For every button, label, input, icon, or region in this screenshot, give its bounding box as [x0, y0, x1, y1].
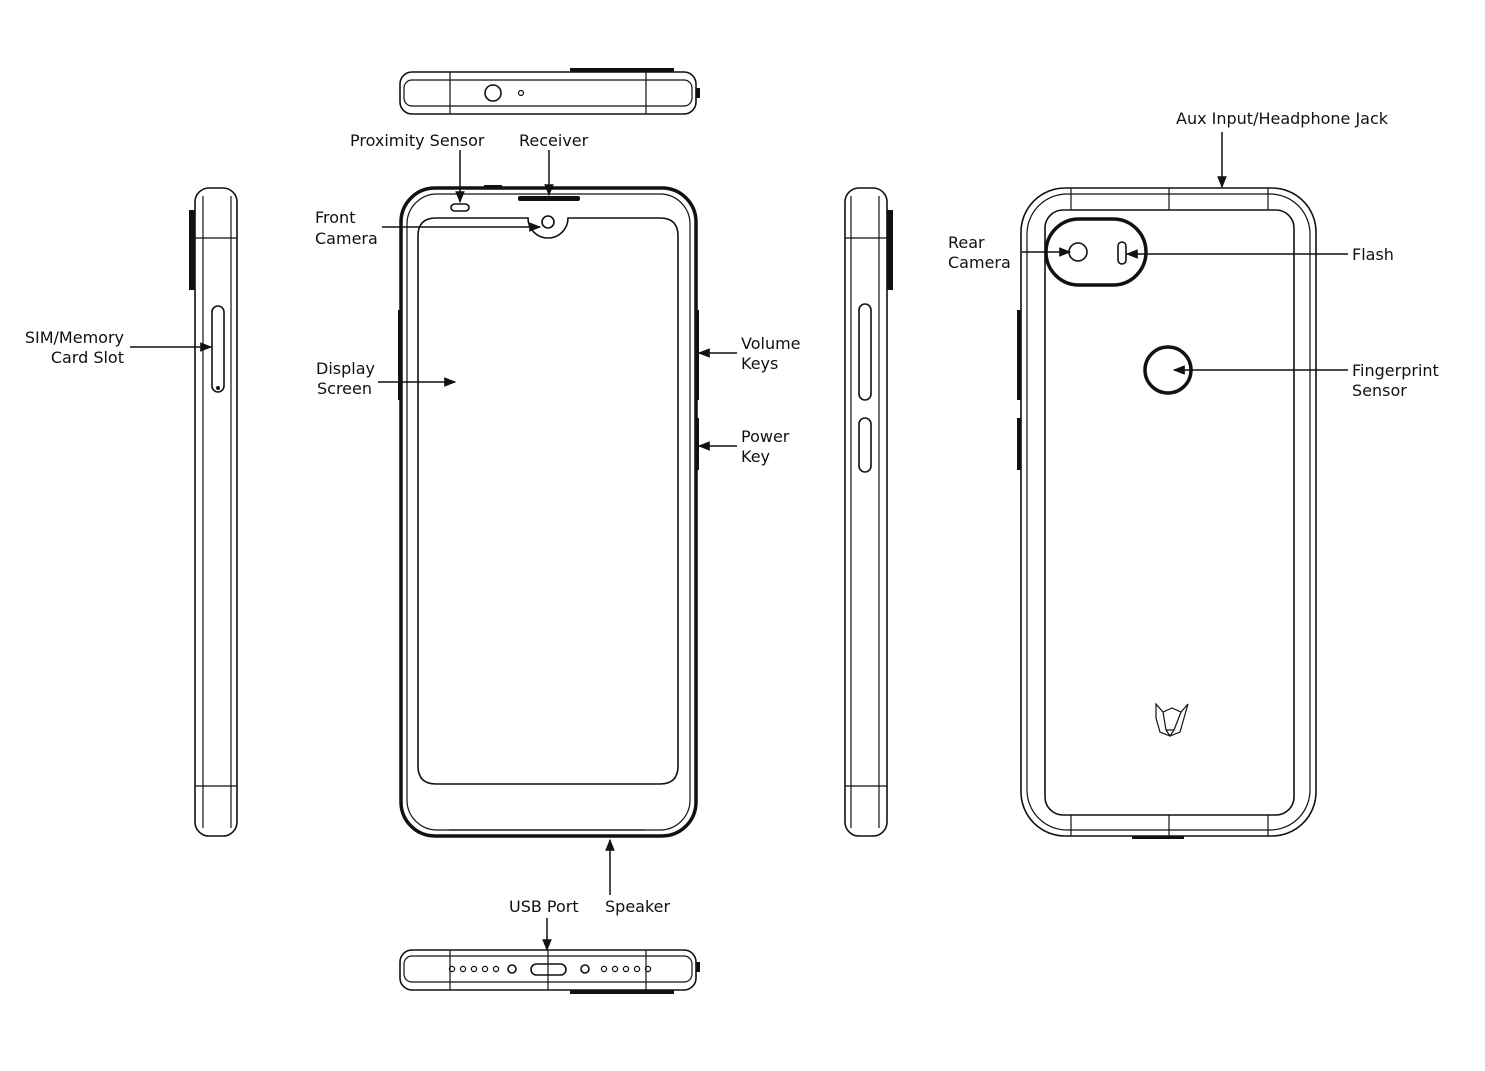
rhino-logo-icon [1155, 702, 1189, 738]
display-screen-label: Display [316, 359, 375, 378]
rear-camera-label: Rear [948, 233, 985, 252]
front-camera-label: Front [315, 208, 355, 227]
rear-camera-label-line2: Camera [948, 253, 1011, 272]
front-view [398, 185, 699, 838]
power-key-icon [858, 417, 872, 473]
sim-slot-label-line2: Card Slot [51, 348, 124, 367]
front-camera-label-line2: Camera [315, 229, 378, 248]
top-edge-view [399, 68, 700, 115]
labels: Proximity Sensor Receiver Front Camera D… [25, 109, 1439, 916]
headphone-jack-icon [484, 84, 502, 102]
back-view [1017, 187, 1317, 839]
proximity-sensor-icon [450, 203, 470, 212]
power-key-label-line2: Key [741, 447, 770, 466]
right-side-view [844, 187, 893, 837]
flash-icon [1117, 241, 1127, 265]
bottom-edge-view [399, 949, 700, 994]
sim-tray [211, 305, 225, 393]
front-camera-icon [541, 215, 555, 229]
volume-keys-label-line2: Keys [741, 354, 778, 373]
volume-keys-icon [858, 303, 872, 401]
usb-port-label: USB Port [509, 897, 579, 916]
fingerprint-sensor-label: Fingerprint [1352, 361, 1439, 380]
leader-lines [130, 132, 1348, 952]
aux-jack-label: Aux Input/Headphone Jack [1176, 109, 1389, 128]
display-screen-label-line2: Screen [317, 379, 372, 398]
usb-port-icon [530, 963, 567, 976]
volume-keys-label: Volume [741, 334, 801, 353]
receiver-label: Receiver [519, 131, 589, 150]
display-screen [417, 217, 679, 785]
fingerprint-sensor-label-line2: Sensor [1352, 381, 1407, 400]
proximity-sensor-label: Proximity Sensor [350, 131, 485, 150]
left-side-view [189, 187, 238, 837]
power-key-label: Power [741, 427, 790, 446]
flash-label: Flash [1352, 245, 1394, 264]
speaker-label: Speaker [605, 897, 671, 916]
sim-slot-label: SIM/Memory [25, 328, 124, 347]
rear-camera-icon [1068, 242, 1088, 262]
